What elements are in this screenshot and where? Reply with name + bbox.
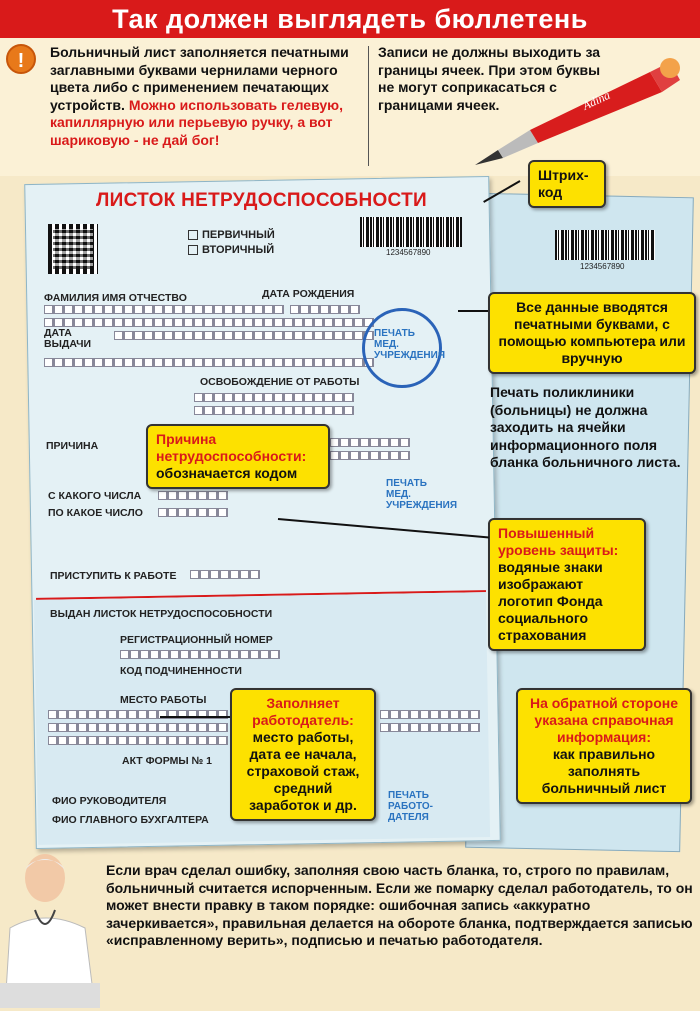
callout-reverse-black: как правильно заполнять больничный лист [541, 746, 667, 796]
callout-security: Повышенный уровень защиты: водяные знаки… [488, 518, 646, 651]
cells-fio-1 [44, 305, 284, 314]
cells-return [190, 570, 260, 579]
label-return: ПРИСТУПИТЬ К РАБОТЕ [50, 570, 177, 582]
callout-reason-black: обозначается кодом [156, 465, 298, 481]
callout-employer: Заполняет работодатель: место работы, да… [230, 688, 376, 821]
barcode-back-icon [555, 230, 655, 260]
label-from-date: С КАКОГО ЧИСЛА [48, 490, 142, 502]
callout-reason-red: Причина нетрудоспособности: [156, 431, 307, 464]
label-issued: ВЫДАН ЛИСТОК НЕТРУДОСПОСОБНОСТИ [50, 608, 273, 620]
callout-employer-black: место работы, дата ее начала, страховой … [246, 729, 360, 813]
doctor-illustration-icon [0, 854, 100, 1008]
callout-reason: Причина нетрудоспособности: обозначается… [146, 424, 330, 489]
label-to-date: ПО КАКОЕ ЧИСЛО [48, 507, 143, 519]
cells-fio-2 [44, 318, 374, 327]
cells-reason-1 [300, 438, 410, 447]
callout-security-red: Повышенный уровень защиты: [498, 525, 619, 558]
label-fio: ФАМИЛИЯ ИМЯ ОТЧЕСТВО [44, 292, 187, 304]
pen-icon: Adina [475, 58, 680, 165]
cells-work-3 [48, 736, 228, 745]
cells-issue [44, 358, 374, 367]
callout-reverse: На обратной стороне указана справочная и… [516, 688, 692, 804]
callout-employer-red: Заполняет работодатель: [252, 695, 354, 728]
cells-work-1 [48, 710, 228, 719]
intro-right-text: Записи не должны выходить за границы яче… [378, 44, 601, 113]
barcode-number-back: 1234567890 [580, 262, 625, 271]
intro-text-red: Можно использовать гелевую, капиллярную … [50, 96, 343, 148]
cells-work-2 [48, 723, 228, 732]
label-reason: ПРИЧИНА [46, 440, 99, 452]
stamp-med-2: ПЕЧАТЬ МЕД. УЧРЕЖДЕНИЯ [386, 478, 458, 511]
cells-birth [290, 305, 360, 314]
cells-reg [120, 650, 280, 659]
cells-release-1 [194, 393, 354, 402]
stamp-med-1: ПЕЧАТЬ МЕД. УЧРЕЖДЕНИЯ [374, 328, 446, 361]
callout-printed: Все данные вводятся печатными буквами, с… [488, 292, 696, 374]
cells-fio-3 [114, 331, 374, 340]
warning-icon: ! [6, 44, 36, 74]
pointer-printed [458, 310, 488, 312]
label-reg-number: РЕГИСТРАЦИОННЫЙ НОМЕР [120, 634, 273, 646]
label-subordination: КОД ПОДЧИНЕННОСТИ [120, 665, 242, 677]
callout-reverse-red: На обратной стороне указана справочная и… [529, 695, 679, 745]
label-head: ФИО РУКОВОДИТЕЛЯ [52, 795, 167, 807]
checkbox-primary: ПЕРВИЧНЫЙ [188, 229, 275, 241]
label-birth-date: ДАТА РОЖДЕНИЯ [262, 288, 355, 300]
cells-work-4 [380, 710, 480, 719]
cells-release-2 [194, 406, 354, 415]
page-title: Так должен выглядеть бюллетень [0, 0, 700, 38]
stamp-circle-icon [362, 308, 442, 388]
callout-security-black: водяные знаки изображают логотип Фонда с… [498, 559, 603, 643]
pointer-employer [160, 716, 230, 718]
cells-reason-2 [300, 451, 410, 460]
label-issue-date: ДАТА ВЫДАЧИ [44, 327, 92, 350]
barcode-number: 1234567890 [386, 248, 431, 257]
cells-work-5 [380, 723, 480, 732]
divider [368, 46, 369, 166]
checkbox-secondary: ВТОРИЧНЫЙ [188, 244, 274, 256]
barcode-icon [360, 217, 462, 247]
qr-code-pattern [53, 229, 93, 269]
intro-text: Больничный лист заполняется печатными за… [50, 44, 360, 149]
label-release: ОСВОБОЖДЕНИЕ ОТ РАБОТЫ [200, 376, 360, 388]
form-title: ЛИСТОК НЕТРУДОСПОСОБНОСТИ [96, 190, 427, 211]
label-workplace: МЕСТО РАБОТЫ [120, 694, 207, 706]
stamp-employer: ПЕЧАТЬ РАБОТО- ДАТЕЛЯ [388, 790, 433, 823]
label-accountant: ФИО ГЛАВНОГО БУХГАЛТЕРА [52, 814, 209, 826]
clinic-stamp-note: Печать поликлиники (больницы) не должна … [490, 384, 681, 470]
intro-text-black: Больничный лист заполняется печатными за… [50, 44, 349, 113]
cells-from [158, 491, 228, 500]
label-act: АКТ ФОРМЫ № 1 [122, 755, 212, 767]
cells-to [158, 508, 228, 517]
bottom-note: Если врач сделал ошибку, заполняя свою ч… [106, 862, 693, 948]
callout-barcode: Штрих- код [528, 160, 606, 208]
